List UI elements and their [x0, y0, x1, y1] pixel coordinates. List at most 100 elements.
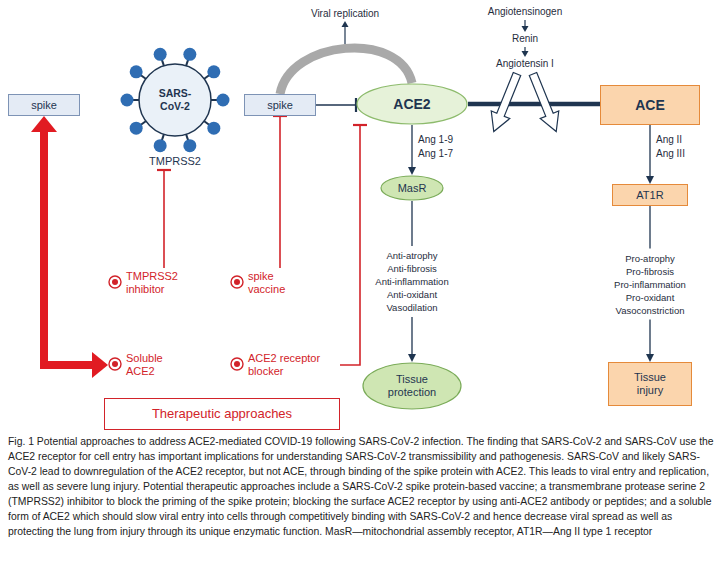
effect-list: Anti-atrophy Anti-fibrosis Anti-inflamma… — [360, 249, 464, 314]
outcome-box: Tissue injury — [608, 362, 692, 406]
figure-caption: Fig. 1 Potential approaches to address A… — [8, 434, 714, 539]
spike-tip — [130, 65, 143, 78]
connector — [468, 104, 600, 105]
spike-tip — [207, 65, 220, 78]
therapy-icon-ring — [109, 276, 121, 288]
therapy-icon-dot — [112, 361, 118, 367]
virus-particle: SARS-CoV-2TMPRSS2 — [120, 45, 230, 170]
cascade-arrow-head — [522, 26, 529, 32]
connector — [316, 98, 356, 112]
ellipse-shape — [363, 363, 461, 409]
effect-list: Pro-atrophy Pro-fibrosis Pro-inflammatio… — [598, 252, 702, 317]
connector-line — [649, 320, 650, 357]
arrow-head — [31, 116, 57, 132]
connector-line — [649, 125, 650, 178]
connector — [31, 116, 108, 378]
box-label: AT1R — [636, 189, 663, 202]
box-label: ACE — [635, 97, 665, 113]
arrow-head — [646, 354, 654, 362]
receptor-ellipse: MasR — [380, 175, 444, 201]
spike-tip — [207, 122, 220, 135]
connector-line — [411, 317, 412, 356]
therapy-icon-dot — [234, 279, 240, 285]
pathway-label: Viral replication — [295, 8, 395, 20]
arrow-head — [646, 176, 654, 184]
connector — [408, 125, 416, 175]
connector — [340, 125, 367, 365]
pathway-label: Ang II — [656, 134, 716, 146]
spike-tip — [154, 139, 167, 152]
connector-part — [412, 201, 413, 246]
box-label: spike — [31, 99, 57, 112]
box-label: spike — [267, 99, 293, 112]
pathway-label: Renin — [475, 33, 575, 45]
connector-line — [468, 102, 600, 107]
connector-line — [44, 127, 97, 365]
virus-name: SARS-CoV-2 — [151, 87, 199, 113]
spike-box: spike — [244, 94, 316, 116]
therapy-icon-dot — [112, 279, 118, 285]
receptor-box: AT1R — [612, 184, 688, 206]
hollow-arrow-shape — [485, 70, 527, 135]
connector-line — [163, 170, 165, 268]
inhibition-bar — [157, 169, 171, 171]
connector-line — [279, 116, 281, 268]
enzyme-box: ACE — [600, 85, 700, 125]
cascade-arrow-line — [524, 20, 525, 27]
connector-part — [408, 317, 416, 362]
outcome-ellipse: Tissue protection — [362, 362, 462, 410]
protease-name: TMPRSS2 — [120, 155, 230, 168]
connector-line — [411, 125, 412, 169]
pathway-label: Ang 1-9 — [418, 134, 478, 146]
heading-label: Therapeutic approaches — [152, 406, 292, 422]
hollow-arrow-shape — [524, 70, 566, 135]
ellipse-shape — [381, 176, 443, 200]
connector — [273, 116, 287, 268]
spike-tip — [121, 94, 134, 107]
therapy-icon-dot — [234, 361, 240, 367]
therapy-heading-box: Therapeutic approaches — [104, 398, 340, 430]
therapy-label: Soluble ACE2 — [126, 352, 176, 378]
arrow-head — [408, 167, 416, 175]
connector — [157, 170, 171, 268]
therapy-item: ACE2 receptor blocker — [230, 350, 340, 380]
inhibition-bar — [353, 124, 367, 126]
cascade-arrow-head — [522, 51, 529, 57]
therapy-icon — [108, 357, 122, 371]
therapy-label: TMPRSS2 inhibitor — [126, 270, 188, 296]
connector-part — [650, 206, 651, 249]
pathway-label: Angiotensin I — [465, 58, 585, 70]
therapy-label: ACE2 receptor blocker — [248, 352, 330, 378]
virus-body — [139, 64, 211, 136]
spike-tip — [130, 122, 143, 135]
therapy-icon-ring — [231, 358, 243, 370]
therapy-icon — [108, 275, 122, 289]
connector — [646, 125, 654, 184]
therapy-icon — [230, 357, 244, 371]
connector-line — [649, 206, 650, 249]
ellipse-label: ACE2 — [367, 96, 457, 112]
therapy-icon — [230, 275, 244, 289]
ellipse-shape — [357, 84, 467, 124]
therapy-item: Soluble ACE2 — [108, 350, 208, 380]
spike-box: spike — [8, 94, 80, 116]
connector-line — [316, 104, 356, 106]
arrow-head — [92, 352, 108, 378]
box-label: Tissue injury — [625, 371, 675, 397]
ellipse-label: Tissue protection — [381, 373, 443, 399]
replication-arrow-head — [342, 21, 349, 27]
connector-line — [340, 125, 360, 365]
connector-part — [646, 320, 654, 363]
receptor-ellipse: ACE2 — [356, 83, 468, 125]
therapy-label: spike vaccine — [248, 270, 296, 296]
connector-line — [411, 201, 412, 246]
pathway-label: Ang 1-7 — [418, 148, 478, 160]
hollow-arrow — [485, 70, 527, 135]
spike-tip — [154, 48, 167, 61]
therapy-icon-ring — [109, 358, 121, 370]
therapy-icon-ring — [231, 276, 243, 288]
hollow-arrow — [524, 70, 566, 135]
arrow-head — [408, 354, 416, 362]
